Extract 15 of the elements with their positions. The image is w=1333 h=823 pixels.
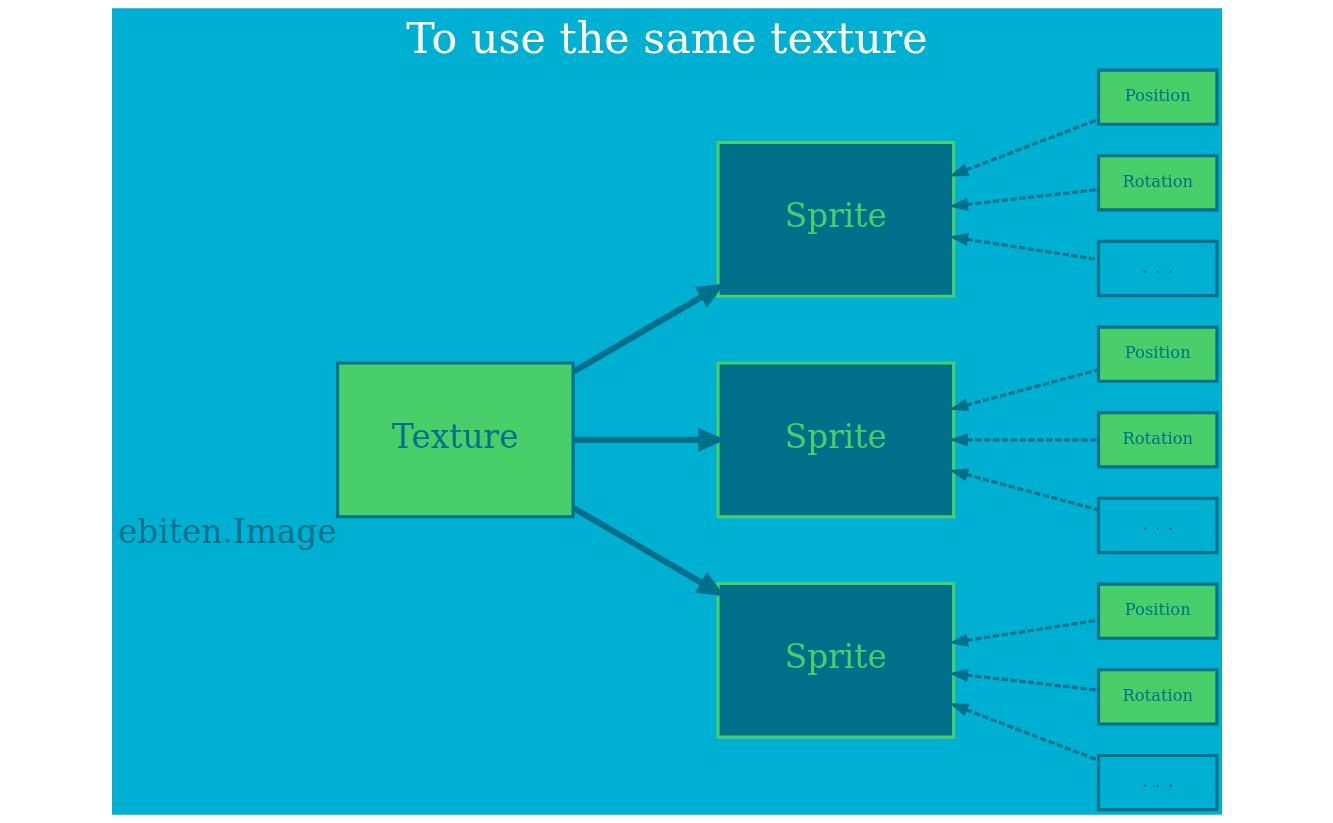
node-box: Sprite xyxy=(715,361,955,519)
node-label: ebiten.Image xyxy=(117,512,337,551)
node-box: Rotation xyxy=(1096,154,1219,212)
node-box: Position xyxy=(1096,325,1219,383)
node-box: Sprite xyxy=(715,581,955,739)
node-box: Position xyxy=(1096,68,1219,126)
node-box: . . . xyxy=(1096,239,1219,298)
node-box: . . . xyxy=(1096,496,1219,555)
diagram-title: To use the same texture xyxy=(405,12,928,63)
node-box: Position xyxy=(1096,582,1219,640)
node-box: Texture xyxy=(335,361,575,519)
node-box: . . . xyxy=(1096,753,1219,812)
node-box: Rotation xyxy=(1096,668,1219,726)
node-box: Sprite xyxy=(715,140,955,298)
node-box: Rotation xyxy=(1096,411,1219,469)
